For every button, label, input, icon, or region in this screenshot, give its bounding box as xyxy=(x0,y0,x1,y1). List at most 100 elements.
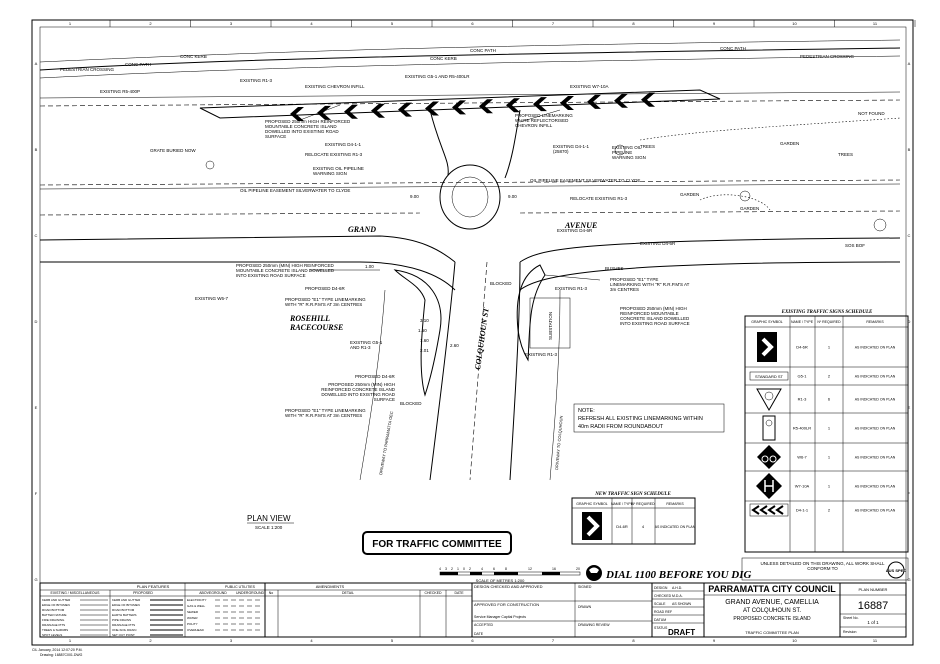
for-traffic-box xyxy=(362,531,512,555)
chevron-island xyxy=(199,89,721,119)
lbl-existing-d4-6-b: EXISTING D4-6R xyxy=(640,241,676,246)
grid-col-10-bottom: 10 xyxy=(792,638,797,643)
lbl-existing-g5-1: EXISTING G5-1 AND R5-400LR xyxy=(405,74,470,79)
scale-number: 16 xyxy=(552,567,556,571)
grid-col-5-bottom: 5 xyxy=(391,638,394,643)
chevron-mark xyxy=(371,103,385,118)
amendments-title: AMENDMENTS xyxy=(316,584,345,589)
legend-proposed-item: EARTH BATTERS xyxy=(112,613,137,617)
lbl-ped-crossing-2: PEDESTRIAN CROSSING xyxy=(800,54,855,59)
legend-existing-item: TREES & SHRUBS xyxy=(42,628,68,632)
ausspec-text: AUS SPEC xyxy=(886,568,907,573)
ex-row-remarks: AS INDICATED ON PLAN xyxy=(855,485,896,489)
tree-symbol-2 xyxy=(614,144,626,156)
lbl-chevron-infill: EXISTING CHEVRON INFILL xyxy=(305,84,365,89)
lbl-lvl-150: 1.50 xyxy=(418,328,427,333)
lbl-proposed-e1-b: PROPOSED "E1" TYPE LINEMARKING WITH "R" … xyxy=(285,408,366,418)
ex-row-qty: 1 xyxy=(828,455,831,460)
roundabout-outer xyxy=(439,164,501,230)
sign-icon-merge xyxy=(756,473,782,499)
for-traffic-text: FOR TRAFFIC COMMITTEE xyxy=(372,539,502,550)
grid-col-11-top: 11 xyxy=(873,21,878,26)
plan-number-label: PLAN NUMBER xyxy=(859,587,888,592)
existing-signs-schedule: EXISTING TRAFFIC SIGNS SCHEDULE GRAPHIC … xyxy=(744,310,909,553)
chevron-mark xyxy=(479,99,493,114)
datum-label: DATUM xyxy=(654,618,666,622)
lbl-existing-r1-3-top: EXISTING R1-3 xyxy=(240,78,273,83)
grid-col-3-top: 3 xyxy=(230,21,233,26)
chevron-mark xyxy=(641,92,655,107)
top-boundary-line xyxy=(39,39,901,63)
amend-checked: CHECKED xyxy=(424,591,442,595)
new-signs-schedule: NEW TRAFFIC SIGN SCHEDULE GRAPHIC SYMBOL… xyxy=(571,492,696,545)
driveway-w-edge xyxy=(359,289,386,481)
ex-row-name: W7-10A xyxy=(795,484,810,489)
scale-number: 4 xyxy=(481,567,483,571)
lbl-existing-d4-1-1-b: EXISTING D4-1-1 (25870) xyxy=(553,144,589,154)
new-h-qty: Nº REQUIRED xyxy=(631,502,655,506)
amend-date: DATE xyxy=(454,591,464,595)
sign-icon-roundabout xyxy=(756,388,782,412)
sign-icon-bicycle xyxy=(757,445,781,469)
grand-ave-south-edge-e xyxy=(519,237,901,263)
legend-utility-item: GAS & WELL xyxy=(187,604,206,608)
chevron-mark xyxy=(560,96,574,110)
top-kerb-line xyxy=(39,47,901,71)
garden-edge xyxy=(699,194,771,211)
lbl-proposed-linemarking: PROPOSED LINEMARKING WHITE REFLECTORISED… xyxy=(515,113,573,128)
checked-label: CHECKED xyxy=(654,594,672,598)
grid-col-5-top: 5 xyxy=(391,21,394,26)
grid-col-8-bottom: 8 xyxy=(632,638,635,643)
grid-col-1-top: 1 xyxy=(69,21,72,26)
legend-proposed-item: EDGE OF BITUMEN xyxy=(112,603,140,607)
ex-row-qty: 1 xyxy=(828,345,831,350)
sheet-border xyxy=(31,19,914,646)
ex-row-qty: 6 xyxy=(828,397,831,402)
ausspec-logo xyxy=(887,561,905,579)
lbl-existing-w7-10a: EXISTING W7-10A xyxy=(570,84,609,89)
new-row-qty: 4 xyxy=(642,524,645,529)
dial-text: DIAL 1100 BEFORE YOU DIG xyxy=(605,569,752,581)
grand-ave-verge-w xyxy=(40,261,456,291)
amend-detail: DETAIL xyxy=(342,591,354,595)
garden-boundary xyxy=(639,117,901,141)
title-line-4: TRAFFIC COMMITTEE PLAN xyxy=(745,630,799,635)
revision-label: Revision xyxy=(843,630,856,634)
median-east xyxy=(504,109,521,179)
design-label: DESIGN xyxy=(654,586,668,590)
grid-row-E-right: E xyxy=(908,405,911,410)
legend-utility-item: POLITY xyxy=(187,622,198,626)
legend-existing-item: BATTER NATURE xyxy=(42,613,67,617)
scale-number: 20 xyxy=(576,567,580,571)
design-checked: DESIGN CHECKED AND APPROVED xyxy=(474,584,543,589)
grid-col-8-top: 8 xyxy=(632,21,635,26)
lbl-proposed-e1-a: PROPOSED "E1" TYPE LINEMARKING WITH "R" … xyxy=(285,297,366,307)
lbl-street-avenue: AVENUE xyxy=(564,221,597,230)
legend-col3: ABOVEGROUND xyxy=(199,591,227,595)
design-value: A.H.D. xyxy=(672,586,682,590)
scale-number: 2 xyxy=(451,567,453,571)
chevron-mark xyxy=(290,107,304,121)
status-value: DRAFT xyxy=(668,628,695,637)
lbl-existing-w6-7: EXISTING W6-7 xyxy=(195,296,229,301)
right-concrete-island xyxy=(516,264,546,362)
lbl-blocked-1: BLOCKED xyxy=(490,281,512,286)
legend-existing-item: EDGE OF BITUMEN xyxy=(42,603,70,607)
legend-proposed-item: KERB AND GUTTER xyxy=(112,598,141,602)
note-box: NOTE: REFRESH ALL EXISTING LINEMARKING W… xyxy=(573,403,725,433)
map-annotations: CONC KERB CONC PATH CONC PATH CONC PATH … xyxy=(60,46,885,475)
legend-utilities: PUBLIC UTILITIES xyxy=(225,585,256,589)
tree-symbol-1 xyxy=(739,190,751,202)
lbl-substation: SUBSTATION xyxy=(548,312,553,340)
leader-1 xyxy=(299,104,341,121)
grand-ave-verge-e xyxy=(519,261,901,291)
lbl-lvl-900-a: 9.00 xyxy=(410,194,419,199)
grid-col-1-bottom: 1 xyxy=(69,638,72,643)
grid-col-9-top: 9 xyxy=(713,21,716,26)
colquhoun-east-kerb xyxy=(509,261,521,481)
grid-row-A-left: A xyxy=(35,61,38,66)
grid-row-E-left: E xyxy=(35,405,38,410)
legend-existing-item: KERB AND GUTTER xyxy=(42,598,71,602)
ex-row-name: G5-1 xyxy=(798,374,808,379)
